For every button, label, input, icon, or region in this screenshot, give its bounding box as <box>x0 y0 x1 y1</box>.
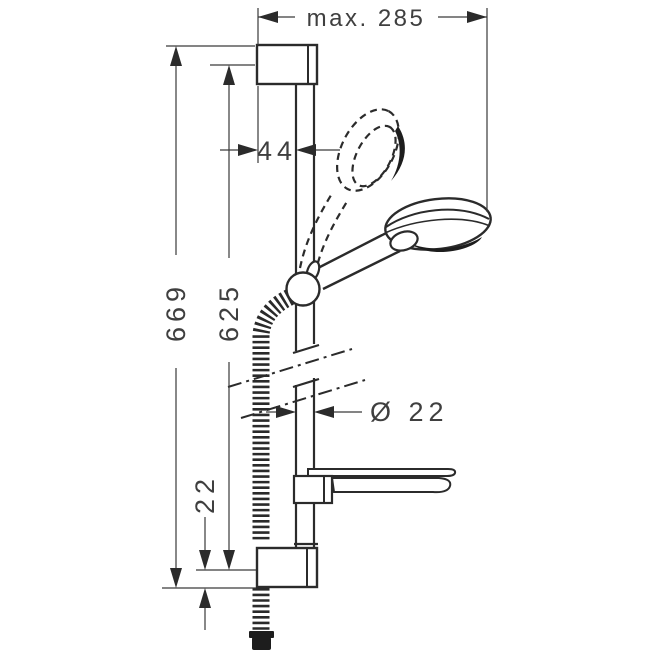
dim-label-top-width: max. 285 <box>307 5 426 32</box>
arrowhead-toward-rail-right <box>314 406 334 418</box>
arrowhead-up <box>170 46 182 66</box>
dimension-top-width: max. 285 <box>257 5 488 212</box>
arrowhead-toward-rail-left <box>276 406 296 418</box>
shower-hose <box>249 289 295 650</box>
arrowhead-up <box>223 65 235 85</box>
rail-lower-break-cap <box>292 377 320 389</box>
soap-dish <box>292 468 457 505</box>
rail-upper-break-cap <box>292 343 320 355</box>
soap-dish-clamp <box>292 474 334 505</box>
hand-shower-phantom <box>298 108 405 276</box>
top-wall-bracket <box>255 43 319 86</box>
slider-holder <box>285 260 321 307</box>
dimension-bottom-clearance: 22 <box>190 474 220 630</box>
shower-head-top-line-2 <box>384 218 491 234</box>
dim-label-overall-height: 669 <box>161 282 191 342</box>
dimension-overall-height: 669 <box>161 45 256 589</box>
phantom-head-face <box>351 124 397 188</box>
dimension-holder-offset: 44 <box>220 86 340 166</box>
arrowhead-up <box>199 588 211 608</box>
phantom-spray-face <box>391 126 405 181</box>
soap-dish-top-plate <box>307 468 457 477</box>
bottom-wall-bracket <box>255 546 319 589</box>
phantom-handle-left <box>298 191 334 269</box>
hose-ribbed-upper <box>252 289 295 542</box>
dim-label-rail-diameter: Ø 22 <box>370 397 449 427</box>
dim-label-holder-offset: 44 <box>257 136 297 166</box>
shower-head-neck <box>389 230 419 252</box>
hose-end-collar <box>249 631 274 638</box>
soap-dish-tray <box>330 477 452 494</box>
phantom-handle-right <box>313 199 349 276</box>
break-line-upper <box>227 348 353 388</box>
dim-label-rail-length: 625 <box>214 282 244 342</box>
break-symbol <box>227 348 366 419</box>
shower-head-top-line-1 <box>385 208 490 228</box>
dimension-rail-diameter: Ø 22 <box>266 397 449 427</box>
dim-label-bottom-clearance: 22 <box>190 474 220 514</box>
dimension-rail-length: 625 <box>196 64 256 571</box>
hose-end-fitting <box>252 637 271 650</box>
arrowhead-toward-bracket <box>238 144 258 156</box>
break-line-lower <box>240 379 366 419</box>
handle-top-edge <box>315 227 395 271</box>
holder-ball <box>285 271 321 307</box>
arrowhead-right <box>467 11 487 23</box>
arrowhead-left <box>258 11 278 23</box>
arrowhead-down <box>170 568 182 588</box>
handle-bottom-edge <box>322 249 401 291</box>
arrowhead-down <box>223 550 235 570</box>
arrowhead-toward-rail <box>296 144 316 156</box>
phantom-head-outline <box>336 108 400 192</box>
arrowhead-down <box>199 550 211 570</box>
shower-head-spray-face <box>409 237 482 253</box>
hand-shower-solid <box>315 197 492 291</box>
